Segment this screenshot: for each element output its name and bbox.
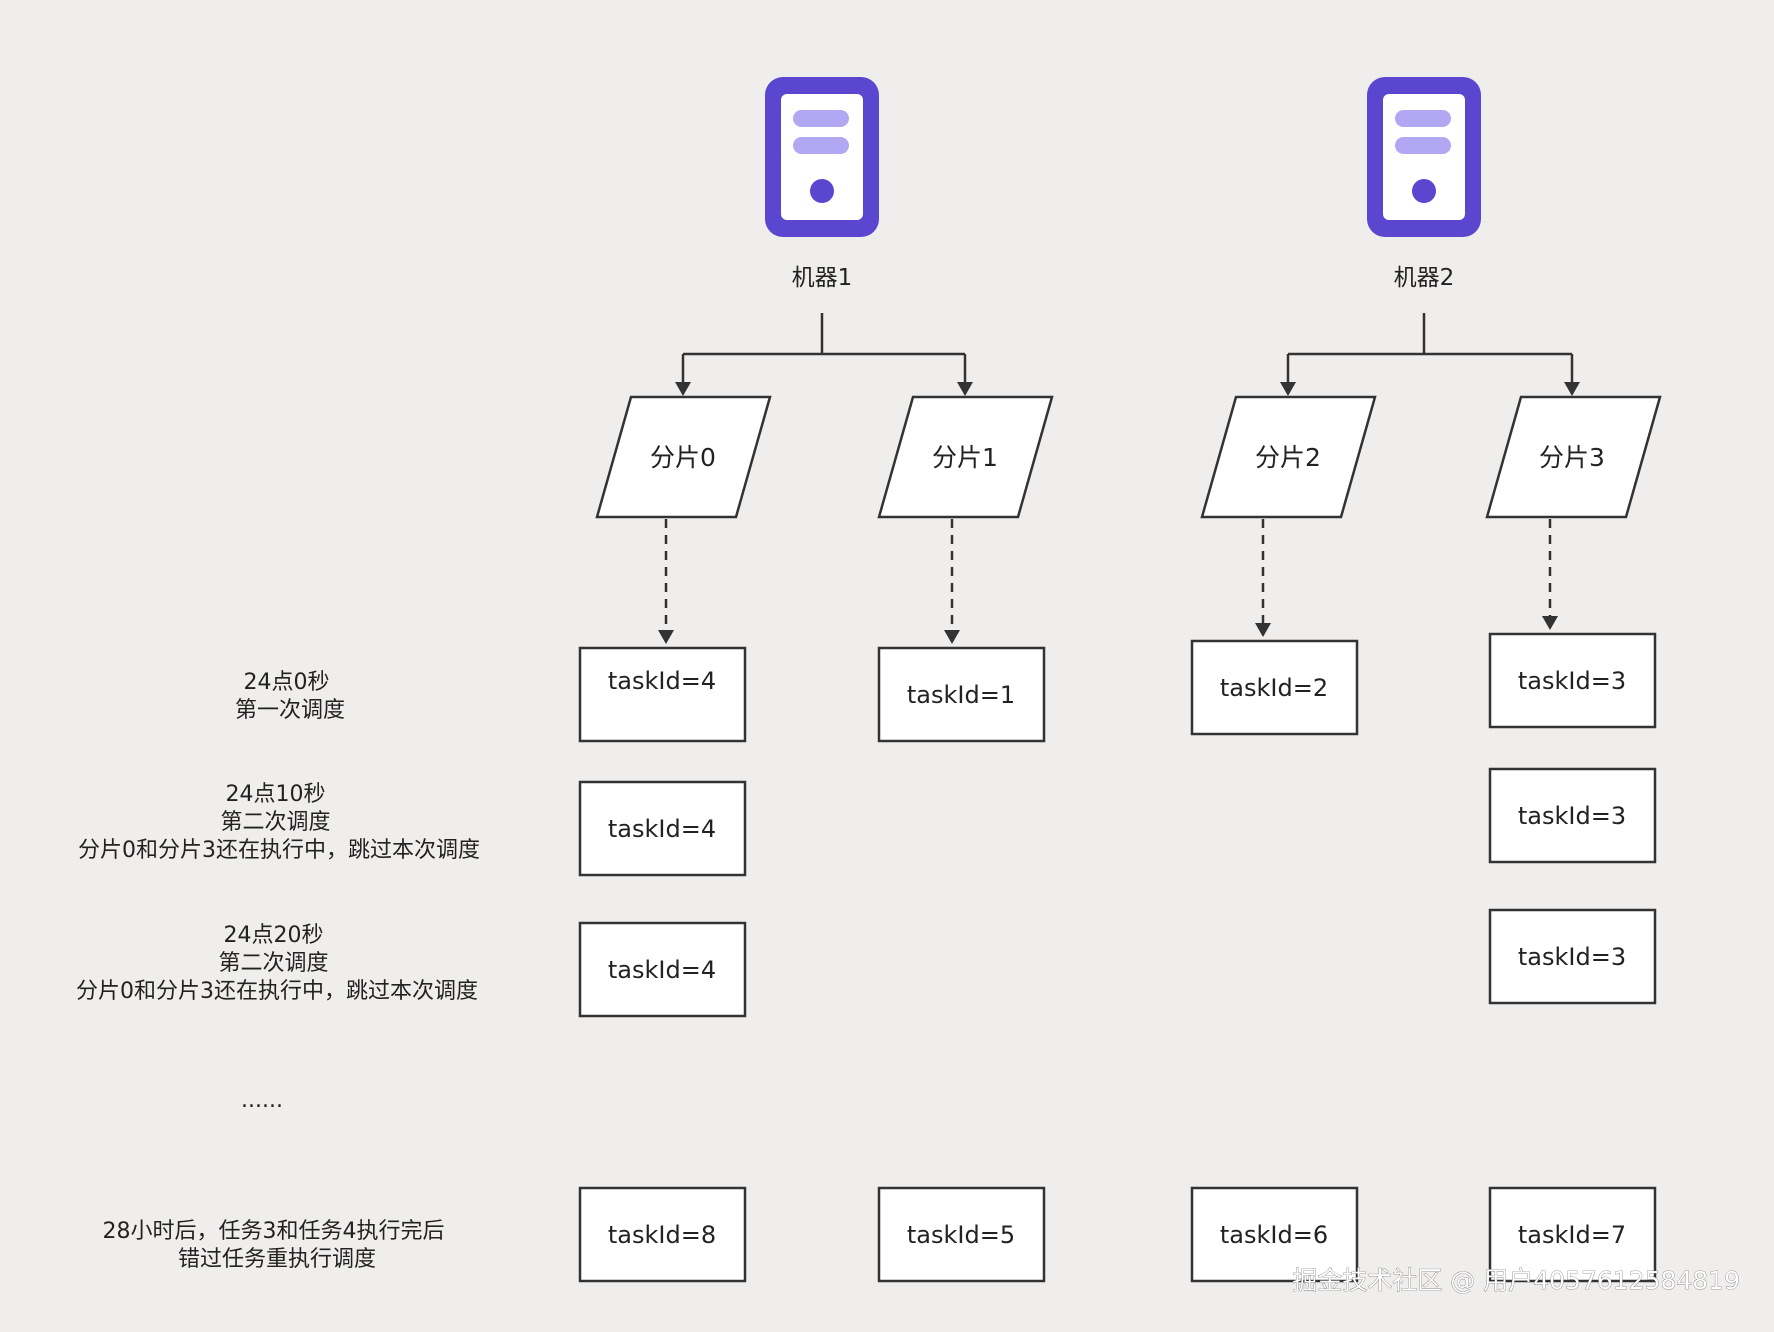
schedule-row: 28小时后，任务3和任务4执行完后 错过任务重执行调度 taskId=8 tas… bbox=[103, 1186, 1657, 1283]
task-label: taskId=6 bbox=[1220, 1221, 1328, 1249]
machine-2-connector bbox=[1280, 313, 1580, 396]
machine-label: 机器2 bbox=[1394, 265, 1455, 291]
task-box: taskId=4 bbox=[578, 921, 747, 1018]
row-note: ...... bbox=[241, 1088, 283, 1113]
task-label: taskId=5 bbox=[907, 1221, 1015, 1249]
task-label: taskId=1 bbox=[907, 681, 1015, 709]
task-box: taskId=3 bbox=[1488, 632, 1657, 729]
task-box: taskId=7 bbox=[1488, 1186, 1657, 1283]
task-label: taskId=2 bbox=[1220, 674, 1328, 702]
machine-1: 机器1 bbox=[765, 77, 879, 291]
schedule-row: 24点10秒 第二次调度 分片0和分片3还在执行中，跳过本次调度 taskId=… bbox=[78, 767, 1657, 877]
task-box: taskId=4 bbox=[578, 646, 747, 743]
shard-label: 分片3 bbox=[1539, 443, 1605, 472]
task-label: taskId=4 bbox=[608, 815, 716, 843]
task-box: taskId=4 bbox=[578, 780, 747, 877]
shard-2: 分片2 bbox=[1200, 395, 1377, 519]
task-box: taskId=6 bbox=[1190, 1186, 1359, 1283]
schedule-row: 24点0秒 第一次调度 taskId=4 taskId=1 taskId=2 t… bbox=[235, 632, 1657, 743]
shard-1: 分片1 bbox=[877, 395, 1054, 519]
task-box: taskId=8 bbox=[578, 1186, 747, 1283]
task-label: taskId=4 bbox=[608, 667, 716, 695]
task-label: taskId=4 bbox=[608, 956, 716, 984]
shard-label: 分片0 bbox=[650, 443, 716, 472]
server-icon bbox=[765, 77, 879, 237]
row-note: 24点0秒 第一次调度 bbox=[235, 670, 345, 723]
schedule-row: ...... bbox=[241, 1088, 283, 1113]
machine-label: 机器1 bbox=[792, 265, 853, 291]
row-note: 24点20秒 第二次调度 分片0和分片3还在执行中，跳过本次调度 bbox=[76, 923, 478, 1004]
task-box: taskId=3 bbox=[1488, 767, 1657, 864]
task-label: taskId=3 bbox=[1518, 802, 1626, 830]
server-icon bbox=[1367, 77, 1481, 237]
shard-label: 分片2 bbox=[1255, 443, 1321, 472]
machine-1-connector bbox=[675, 313, 973, 396]
task-label: taskId=3 bbox=[1518, 943, 1626, 971]
task-label: taskId=3 bbox=[1518, 667, 1626, 695]
task-box: taskId=1 bbox=[877, 646, 1046, 743]
task-label: taskId=8 bbox=[608, 1221, 716, 1249]
task-box: taskId=2 bbox=[1190, 639, 1359, 736]
shard-3: 分片3 bbox=[1485, 395, 1662, 519]
row-note: 28小时后，任务3和任务4执行完后 错过任务重执行调度 bbox=[103, 1219, 452, 1272]
shard-0: 分片0 bbox=[595, 395, 772, 519]
task-box: taskId=3 bbox=[1488, 908, 1657, 1005]
shard-task-links bbox=[658, 519, 1558, 644]
task-label: taskId=7 bbox=[1518, 1221, 1626, 1249]
task-box: taskId=5 bbox=[877, 1186, 1046, 1283]
schedule-row: 24点20秒 第二次调度 分片0和分片3还在执行中，跳过本次调度 taskId=… bbox=[76, 908, 1657, 1018]
shard-label: 分片1 bbox=[932, 443, 998, 472]
row-note: 24点10秒 第二次调度 分片0和分片3还在执行中，跳过本次调度 bbox=[78, 782, 480, 863]
watermark-text: 掘金技术社区 @ 用户4057612584819 bbox=[1292, 1266, 1740, 1295]
machine-2: 机器2 bbox=[1367, 77, 1481, 291]
